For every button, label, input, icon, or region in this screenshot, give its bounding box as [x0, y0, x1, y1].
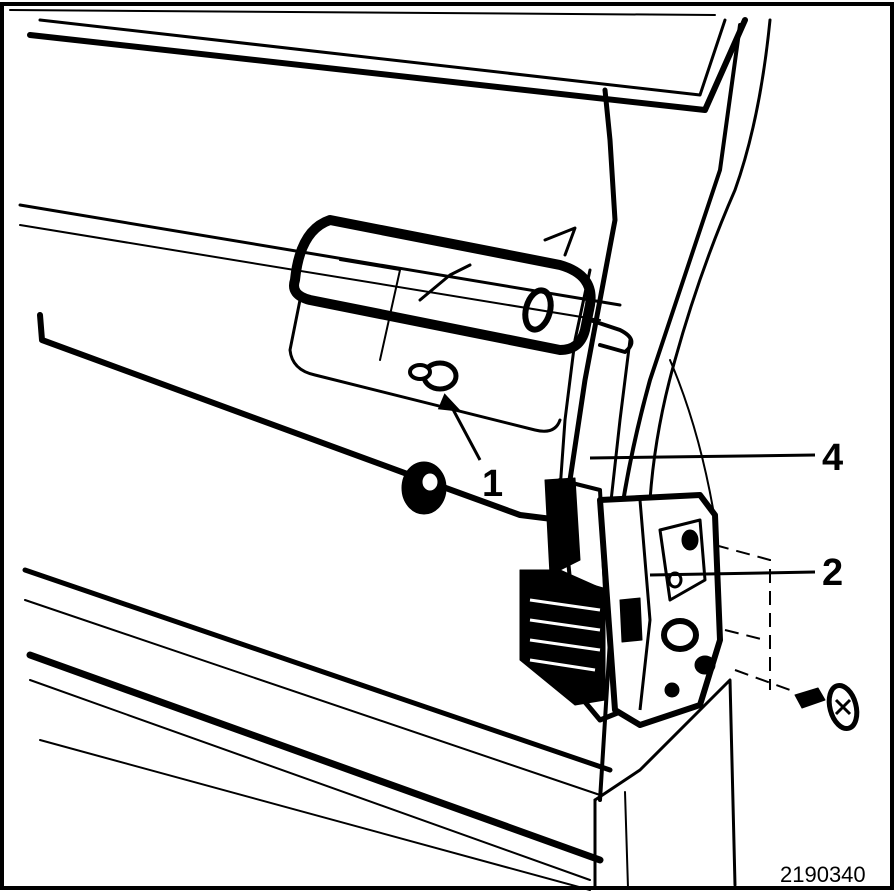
callout-2-label: 2 [822, 552, 843, 594]
lock-mechanism [519, 477, 723, 728]
rod-grommet [401, 461, 447, 515]
screw [794, 682, 860, 732]
callout-1-label: 1 [482, 463, 503, 505]
exterior-handle [288, 215, 634, 433]
key-cylinder [408, 360, 459, 392]
leader-lines [437, 393, 816, 577]
alignment-lines [714, 544, 791, 691]
callout-4-label: 4 [822, 437, 843, 479]
figure-number: 2190340 [780, 862, 866, 887]
door-panel [9, 9, 772, 891]
